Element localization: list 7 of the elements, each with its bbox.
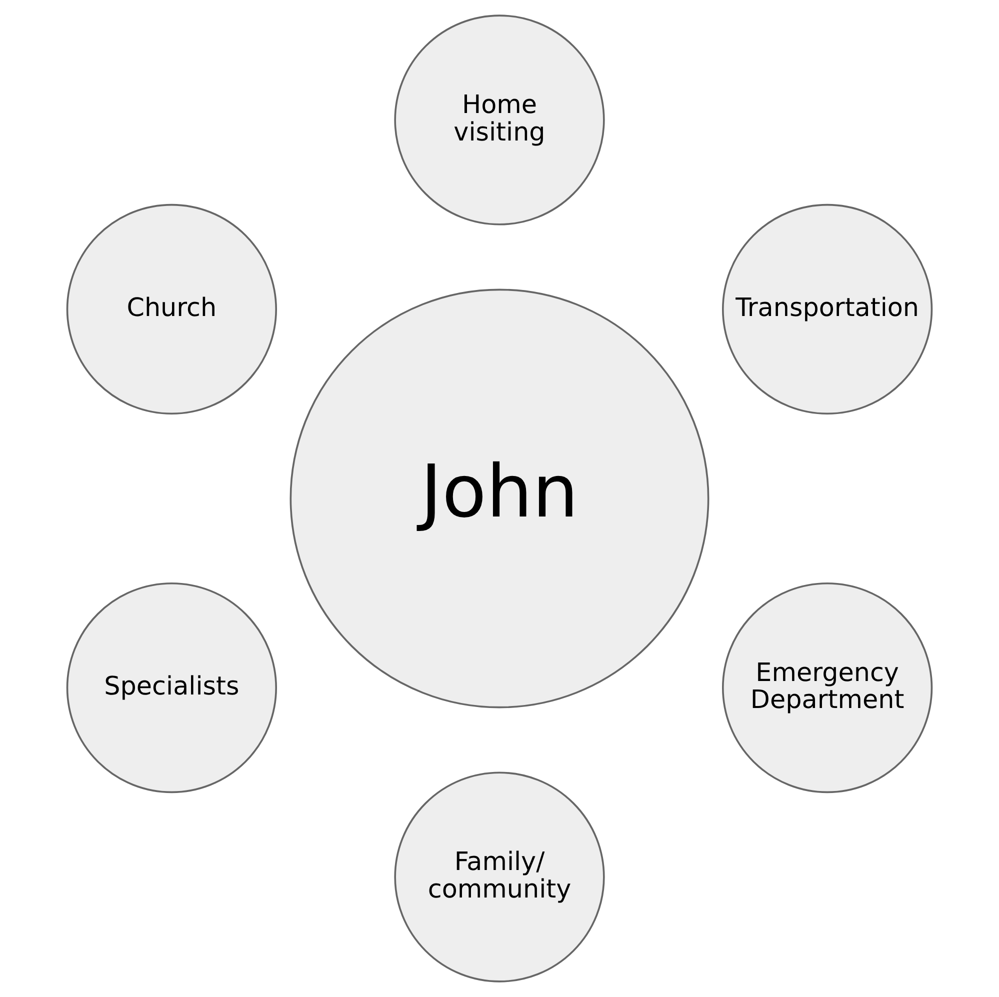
node-circle: Family/ community: [394, 772, 605, 982]
node-circle: Church: [66, 204, 277, 415]
node-circle: Home visiting: [394, 14, 605, 226]
node-circle: John: [290, 288, 710, 708]
node-circle: Emergency Department: [722, 582, 933, 794]
node-circle: Transportation: [722, 204, 933, 415]
node-circle: Specialists: [66, 582, 277, 794]
